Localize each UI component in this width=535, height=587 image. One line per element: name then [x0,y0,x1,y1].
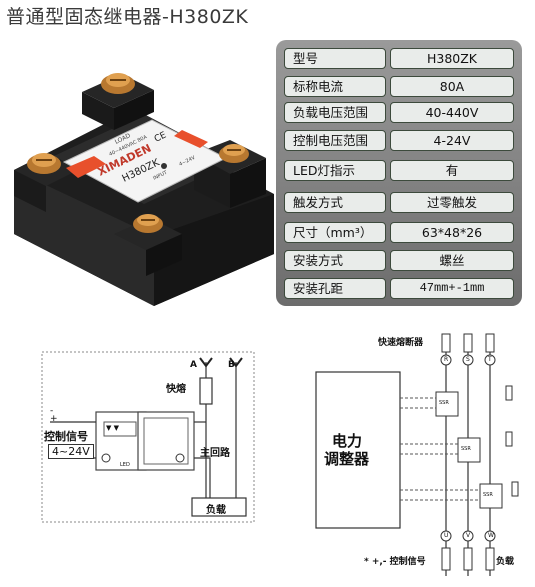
spec-key: LED灯指示 [284,160,386,181]
spec-value: H380ZK [390,48,514,69]
left-voltage: 4~24V [48,444,94,459]
left-phase-a: A [190,360,197,370]
right-regulator-line2: 调整器 [324,450,370,468]
left-led-text: LED [120,462,130,468]
spec-value: 4-24V [390,130,514,151]
spec-key: 标称电流 [284,76,386,97]
left-phase-b: B [228,360,235,370]
right-phase-u: U [444,532,449,539]
label-ce: CE [153,130,168,144]
right-diagram-lines [315,333,519,576]
right-ssr-2: SSR [461,446,471,452]
left-ssr-mark: ▼ ▼ [106,424,119,432]
right-control-signal: * +,- 控制信号 [364,557,426,567]
page-title: 普通型固态继电器-H380ZK [6,6,249,28]
product-photo: XIMADEN H380ZK LOAD 40~440VAC 80A CE INP… [14,73,274,306]
left-plus: + [50,414,58,424]
right-regulator-line1: 电力 [332,432,363,450]
spec-row: 安装方式螺丝 [284,250,514,271]
spec-row: LED灯指示有 [284,160,514,181]
left-load: 负载 [206,505,226,516]
right-wiring-diagram: 快速熔断器 R S T U V W SSR SSR SSR 电力 调整器 * +… [312,326,530,582]
spec-key: 触发方式 [284,192,386,213]
spec-row: 触发方式过零触发 [284,192,514,213]
screw-terminal-1 [101,73,135,94]
left-main-circuit: 主回路 [200,448,230,459]
spec-key: 尺寸（mm³） [284,222,386,243]
spec-key: 安装孔距 [284,278,386,299]
left-minus: - [50,406,54,416]
spec-value: 80A [390,76,514,97]
screw-terminal-2 [27,153,61,174]
right-ssr-3: SSR [483,492,493,498]
spec-value: 63*48*26 [390,222,514,243]
right-load: 负载 [496,557,515,567]
relay-body-side [154,194,274,306]
spec-key: 安装方式 [284,250,386,271]
relay-body-front [14,170,154,306]
left-fuse-label: 快熔 [166,384,186,395]
spec-value: 螺丝 [390,250,514,271]
spec-key: 控制电压范围 [284,130,386,151]
right-phase-t: T [488,356,492,363]
right-ssr-1: SSR [439,400,449,406]
left-wiring-diagram: A B 快熔 - + 控制信号 4~24V ▼ ▼ LED 主回路 负载 [40,348,258,526]
spec-key: 型号 [284,48,386,69]
spec-value: 40-440V [390,102,514,123]
left-control-signal: 控制信号 [44,430,88,443]
spec-key: 负载电压范围 [284,102,386,123]
spec-value: 有 [390,160,514,181]
right-phase-r: R [444,356,449,363]
right-phase-v: V [466,532,471,539]
spec-value: 47mm+-1mm [390,278,514,299]
screw-terminal-3 [219,144,249,163]
left-diagram-lines [41,351,255,523]
right-fast-fuse: 快速熔断器 [378,338,424,348]
spec-row: 尺寸（mm³）63*48*26 [284,222,514,243]
right-phase-w: W [488,532,494,539]
right-phase-s: S [466,356,470,363]
spec-value: 过零触发 [390,192,514,213]
screw-terminal-4 [133,214,163,233]
